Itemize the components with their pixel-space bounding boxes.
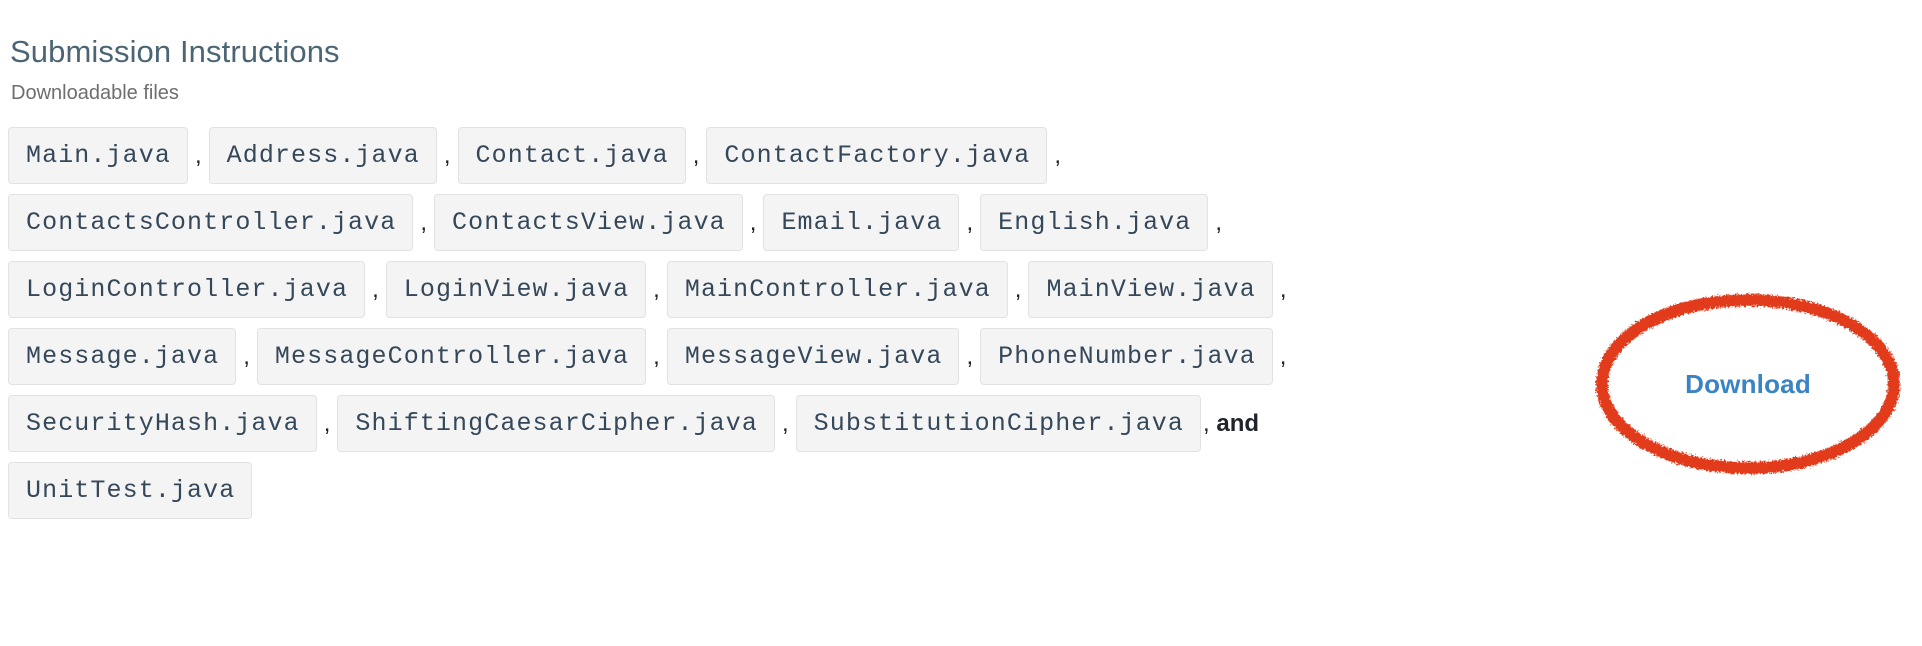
file-chip: Main.java (8, 127, 188, 184)
file-separator-comma: , (1054, 142, 1062, 169)
file-chip: MainController.java (666, 261, 1008, 318)
file-separator-comma: , (443, 142, 451, 169)
file-separator-comma: , (1279, 343, 1287, 370)
file-chip: LoginController.java (8, 261, 366, 318)
file-chip: SecurityHash.java (8, 395, 317, 452)
file-chip: SubstitutionCipher.java (795, 395, 1202, 452)
file-chip: LoginView.java (385, 261, 647, 318)
file-chip: Email.java (763, 194, 960, 251)
file-separator-comma: , (420, 209, 428, 236)
file-separator-comma: , (243, 343, 250, 370)
file-separator-comma: , (372, 276, 379, 303)
file-separator-comma: , (1014, 276, 1022, 303)
file-chip: Address.java (208, 127, 437, 184)
file-chip: ContactsController.java (8, 194, 414, 251)
file-chip: UnitTest.java (8, 462, 253, 519)
file-chip: MainView.java (1028, 261, 1273, 318)
file-separator-comma: , (653, 343, 660, 370)
file-separator-and: , and (1203, 410, 1260, 437)
file-chip: ContactFactory.java (706, 127, 1048, 184)
file-separator-comma: , (1279, 276, 1287, 303)
file-chip: ShiftingCaesarCipher.java (337, 395, 775, 452)
file-separator-comma: , (1215, 209, 1223, 236)
file-chip: Contact.java (457, 127, 686, 184)
file-chip: ContactsView.java (434, 194, 743, 251)
file-chip: Message.java (8, 328, 237, 385)
page-title: Submission Instructions (10, 33, 340, 69)
file-chip: PhoneNumber.java (980, 328, 1273, 385)
file-separator-comma: , (653, 276, 660, 303)
file-separator-comma: , (692, 142, 700, 169)
file-chip: English.java (980, 194, 1209, 251)
file-separator-comma: , (966, 343, 974, 370)
downloadable-files-list: Main.java,Address.java,Contact.java,Cont… (8, 122, 1298, 524)
download-link[interactable]: Download (1685, 368, 1811, 399)
file-chip: MessageView.java (666, 328, 960, 385)
file-separator-comma: , (323, 410, 331, 437)
file-separator-comma: , (749, 209, 757, 236)
file-separator-comma: , (194, 142, 202, 169)
file-separator-comma: , (781, 410, 789, 437)
download-zone: Download (1588, 288, 1908, 480)
file-chip: MessageController.java (256, 328, 647, 385)
file-separator-comma: , (966, 209, 974, 236)
downloadable-files-label: Downloadable files (11, 82, 179, 104)
